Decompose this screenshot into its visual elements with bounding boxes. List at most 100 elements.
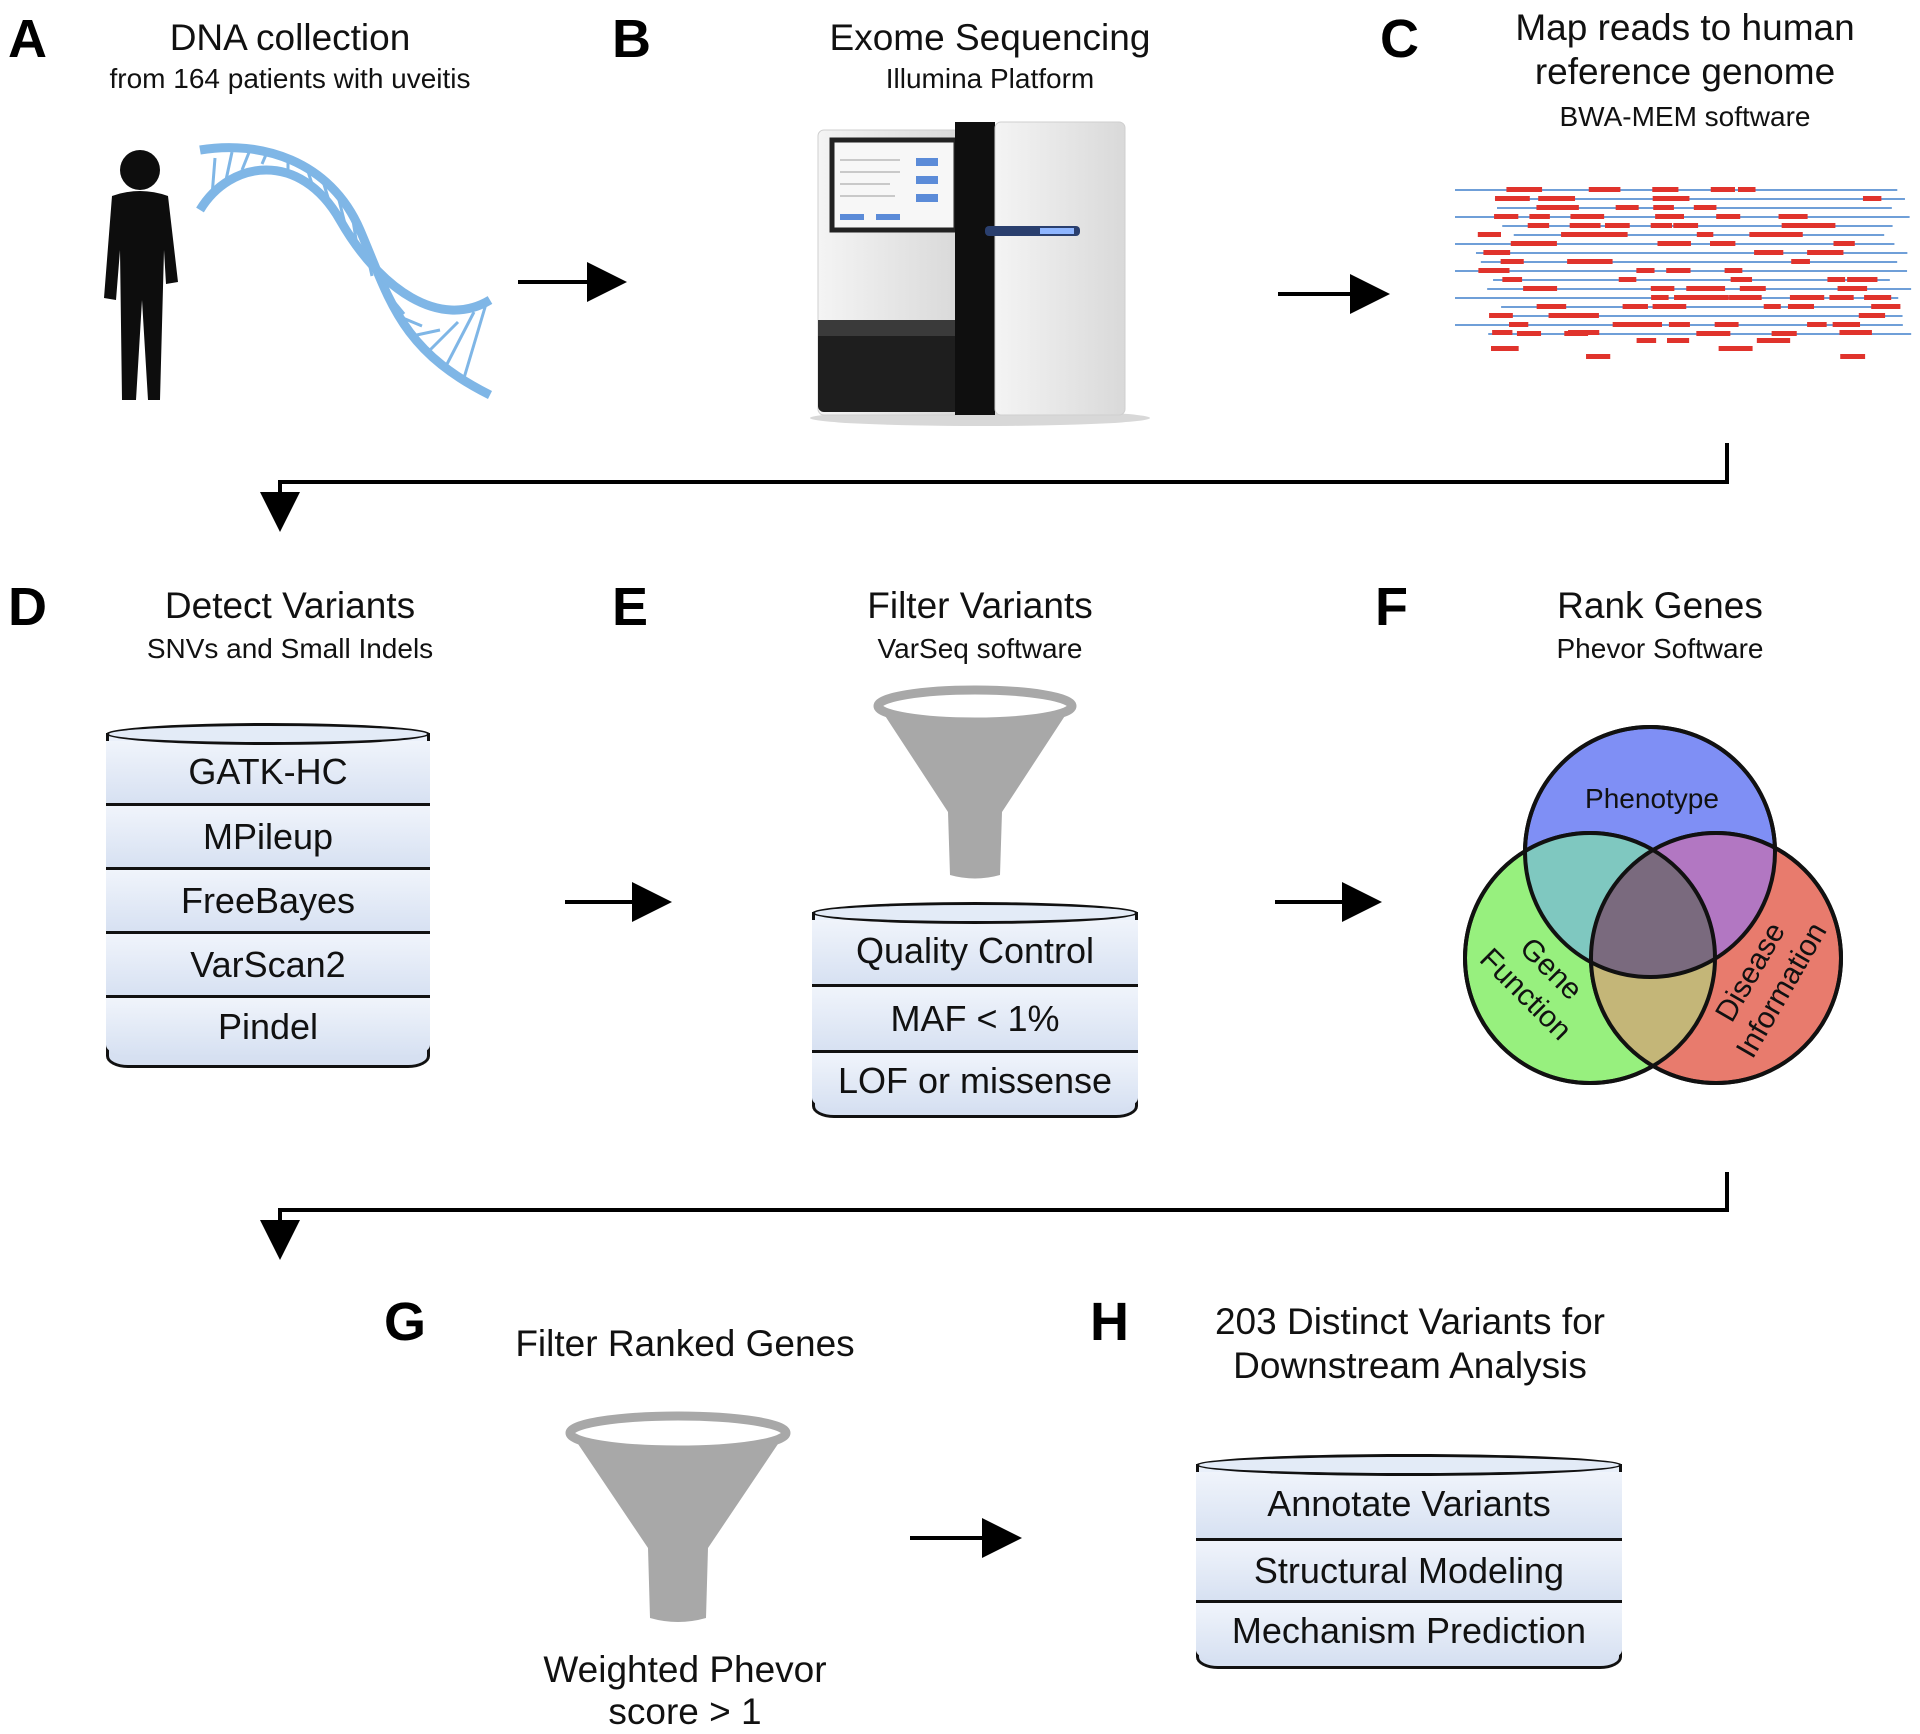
read-segment — [1483, 250, 1511, 255]
read-segment — [1635, 322, 1663, 327]
read-segment — [1581, 232, 1617, 237]
read-segment — [1588, 187, 1621, 192]
read-segment — [1550, 196, 1576, 201]
panel-d-subtitle: SNVs and Small Indels — [146, 633, 434, 664]
venn-label-phenotype: Phenotype — [1585, 783, 1719, 814]
read-segment — [1525, 241, 1557, 246]
read-segment — [1650, 286, 1675, 291]
panel-b-subtitle: Illumina Platform — [885, 63, 1095, 94]
read-segment — [1666, 338, 1690, 343]
filter-quality-control: Quality Control — [812, 920, 1138, 984]
downstream-analysis-database: Annotate Variants Structural Modeling Me… — [1196, 1454, 1622, 1669]
read-segment — [1650, 223, 1673, 228]
funnel-icon — [565, 1411, 791, 1622]
panel-f-subtitle: Phevor Software — [1556, 633, 1764, 664]
read-segment — [1586, 354, 1611, 359]
panel-letter-b: B — [612, 9, 651, 69]
read-segment — [1807, 322, 1827, 327]
step-mechanism-prediction: Mechanism Prediction — [1196, 1600, 1622, 1660]
read-segment — [1810, 223, 1836, 228]
read-segment — [1829, 295, 1854, 300]
read-segment — [1862, 196, 1882, 201]
read-segment — [1693, 205, 1717, 210]
tool-mpileup: MPileup — [106, 803, 430, 867]
read-segment — [1509, 322, 1529, 327]
read-segment — [1696, 232, 1714, 237]
read-segment — [1807, 250, 1841, 255]
read-segment — [1516, 331, 1542, 336]
read-segment — [1529, 214, 1550, 219]
read-segment — [1548, 313, 1578, 318]
panel-letter-h: H — [1090, 1292, 1129, 1352]
panel-h-title-line2: Downstream Analysis — [1233, 1345, 1587, 1386]
read-segment — [1657, 241, 1691, 246]
tool-pindel: Pindel — [106, 995, 430, 1055]
variant-callers-database: GATK-HC MPileup FreeBayes VarScan2 Pinde… — [106, 723, 430, 1068]
read-segment — [1716, 214, 1741, 219]
read-segment — [1652, 187, 1679, 192]
read-segment — [1622, 304, 1648, 309]
read-segment — [1502, 277, 1523, 282]
read-segment — [1847, 277, 1878, 282]
read-segment — [1523, 286, 1558, 291]
read-segment — [1673, 223, 1699, 228]
panel-g-caption-line2: score > 1 — [608, 1691, 762, 1732]
read-segment — [1586, 259, 1613, 264]
tool-freebayes: FreeBayes — [106, 867, 430, 931]
funnel-icon — [873, 685, 1077, 879]
read-segment — [1749, 232, 1781, 237]
read-segment — [1724, 268, 1743, 273]
read-segment — [1729, 295, 1762, 300]
panel-c-title-line1: Map reads to human — [1515, 7, 1855, 48]
read-segment — [1737, 187, 1756, 192]
step-structural-modeling: Structural Modeling — [1196, 1538, 1622, 1600]
panel-letter-e: E — [612, 577, 649, 637]
panel-g-title: Filter Ranked Genes — [515, 1323, 855, 1364]
read-segment — [1718, 346, 1753, 351]
read-segment — [1615, 205, 1639, 210]
read-segment — [1827, 277, 1846, 282]
read-segment — [1500, 259, 1524, 264]
read-segment — [1858, 313, 1886, 318]
read-segment — [1693, 295, 1729, 300]
panel-e-title: Filter Variants — [867, 585, 1093, 626]
read-segment — [1739, 286, 1766, 291]
sequencer-machine-icon — [810, 121, 1150, 426]
filter-maf: MAF < 1% — [812, 984, 1138, 1050]
read-segment — [1674, 295, 1705, 300]
read-segment — [1506, 187, 1541, 192]
person-silhouette-icon — [104, 150, 178, 400]
read-segment — [1668, 322, 1690, 327]
read-segment — [1569, 223, 1601, 228]
venn-diagram: Phenotype Gene Function Disease Informat… — [1463, 725, 1843, 1085]
read-segment — [1651, 295, 1669, 300]
read-segment — [1663, 214, 1685, 219]
read-segment — [1754, 250, 1784, 255]
aligned-reads-graphic — [1455, 187, 1912, 359]
filter-lof-missense: LOF or missense — [812, 1050, 1138, 1108]
panel-letter-c: C — [1380, 9, 1419, 69]
read-segment — [1495, 196, 1530, 201]
read-segment — [1839, 330, 1872, 335]
panel-letter-f: F — [1375, 577, 1408, 637]
read-segment — [1864, 295, 1892, 300]
read-segment — [1791, 259, 1810, 264]
read-segment — [1527, 223, 1550, 228]
read-segment — [1710, 187, 1735, 192]
read-segment — [1781, 223, 1815, 228]
connector-f-to-g — [260, 1172, 1729, 1260]
panel-letter-a: A — [8, 9, 47, 69]
connector-c-to-d — [260, 443, 1729, 532]
step-annotate-variants: Annotate Variants — [1196, 1472, 1622, 1538]
read-segment — [1636, 338, 1657, 343]
panel-letter-g: G — [384, 1292, 427, 1352]
read-segment — [1789, 295, 1825, 300]
read-segment — [1840, 354, 1866, 359]
panel-a-title: DNA collection — [169, 17, 411, 58]
read-segment — [1666, 268, 1691, 273]
read-segment — [1832, 322, 1861, 327]
read-segment — [1567, 259, 1590, 264]
read-segment — [1837, 286, 1868, 291]
read-segment — [1756, 338, 1791, 343]
